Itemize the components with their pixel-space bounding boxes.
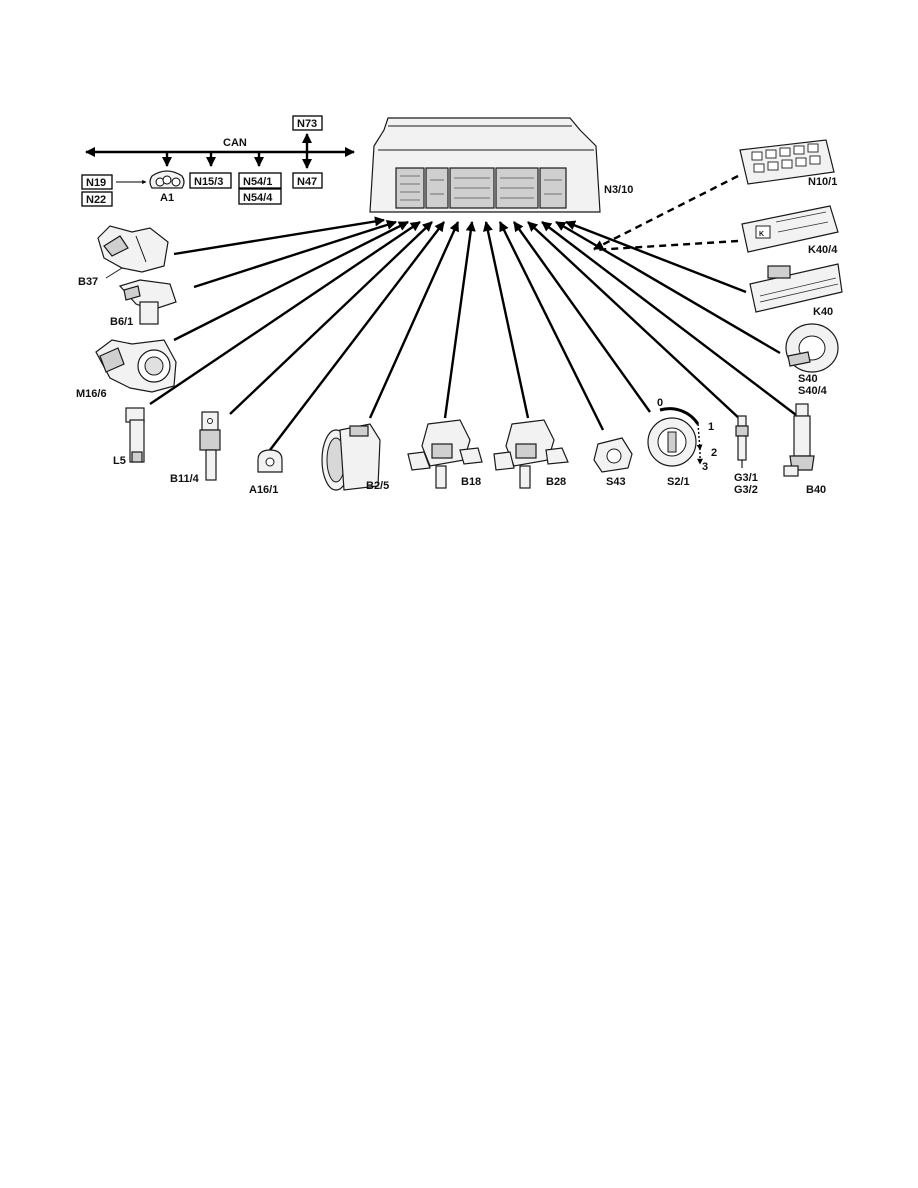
s40-4-label: S40/4 [798, 385, 828, 397]
n73-label: N73 [297, 118, 317, 130]
n22-label: N22 [86, 194, 106, 206]
control-unit-n3-10: N3/10 [369, 117, 633, 213]
s2-1-pos-0: 0 [657, 397, 663, 409]
component-l5: L5 [113, 407, 145, 467]
can-label: CAN [223, 137, 247, 149]
b40-label: B40 [806, 484, 826, 496]
node-n19: N19 [81, 174, 113, 190]
s2-1-pos-3: 3 [702, 461, 708, 473]
component-b28: B28 [493, 419, 569, 489]
component-s43: S43 [593, 437, 633, 488]
component-a16-1: A16/1 [249, 449, 283, 496]
component-b2-5: B2/5 [321, 423, 389, 492]
b2-5-label: B2/5 [366, 480, 389, 492]
g3-1-label: G3/1 [734, 472, 758, 484]
component-b6-1: B6/1 [110, 279, 177, 328]
node-n54: N54/1 N54/4 [238, 172, 282, 205]
b28-label: B28 [546, 476, 566, 488]
component-b40: B40 [783, 403, 826, 496]
s40-label: S40 [798, 373, 818, 385]
b11-4-label: B11/4 [170, 473, 200, 485]
s2-1-pos-1: 1 [708, 421, 714, 433]
component-s40: S40 S40/4 [785, 323, 839, 397]
component-b37: B37 [78, 225, 169, 288]
component-k40-4: K K40/4 [741, 205, 839, 256]
s2-1-label: S2/1 [667, 476, 690, 488]
node-a1: A1 [149, 170, 185, 204]
node-n22: N22 [81, 191, 113, 207]
b37-label: B37 [78, 276, 98, 288]
n3-10-label: N3/10 [604, 184, 633, 196]
component-b18: B18 [407, 419, 483, 489]
l5-label: L5 [113, 455, 126, 467]
component-g3: G3/1 G3/2 [734, 415, 758, 496]
b18-label: B18 [461, 476, 481, 488]
n54-1-label: N54/1 [243, 176, 272, 188]
signal-lines [149, 174, 801, 451]
component-b11-4: B11/4 [170, 411, 221, 485]
a16-1-label: A16/1 [249, 484, 278, 496]
can-bus: CAN [84, 132, 356, 170]
node-n47: N47 [292, 172, 323, 189]
s43-label: S43 [606, 476, 626, 488]
node-n15-3: N15/3 [189, 172, 232, 189]
n47-label: N47 [297, 176, 317, 188]
component-n10-1: N10/1 [739, 139, 837, 188]
n19-label: N19 [86, 177, 106, 189]
a1-label: A1 [160, 192, 174, 204]
b6-1-label: B6/1 [110, 316, 133, 328]
m16-6-label: M16/6 [76, 388, 107, 400]
g3-2-label: G3/2 [734, 484, 758, 496]
k40-4-label: K40/4 [808, 244, 838, 256]
node-n73: N73 [292, 115, 323, 131]
n54-4-label: N54/4 [243, 192, 273, 204]
n10-1-label: N10/1 [808, 176, 837, 188]
s2-1-pos-2: 2 [711, 447, 717, 459]
component-k40: K40 [749, 263, 843, 318]
component-s2-1: 0 1 2 3 S2/1 [647, 397, 717, 488]
k40-4-k-mark: K [759, 231, 764, 238]
component-m16-6: M16/6 [76, 339, 177, 400]
n15-3-label: N15/3 [194, 176, 223, 188]
k40-label: K40 [813, 306, 833, 318]
